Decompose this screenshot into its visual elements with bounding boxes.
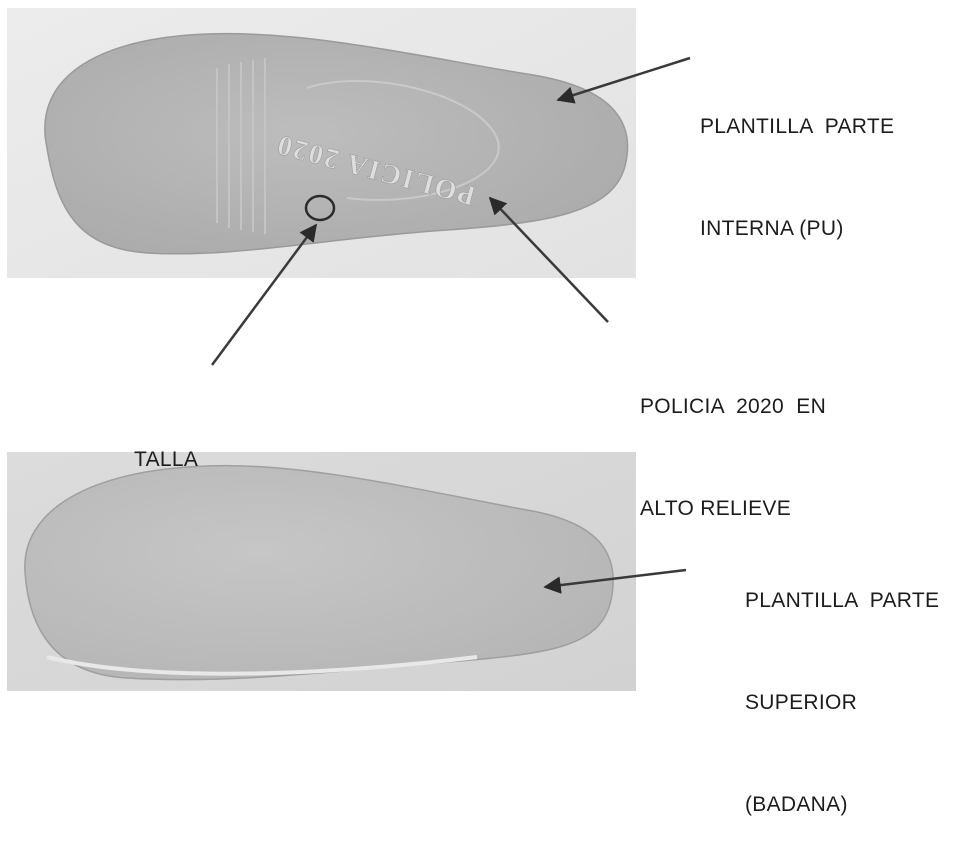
arrow-policia-relief: [490, 198, 608, 322]
arrow-overlay: [0, 0, 976, 699]
arrow-upper-part: [545, 570, 686, 587]
arrow-talla: [212, 225, 316, 365]
arrow-inner-part: [558, 58, 690, 100]
label-upper-line3: (BADANA): [745, 788, 939, 822]
